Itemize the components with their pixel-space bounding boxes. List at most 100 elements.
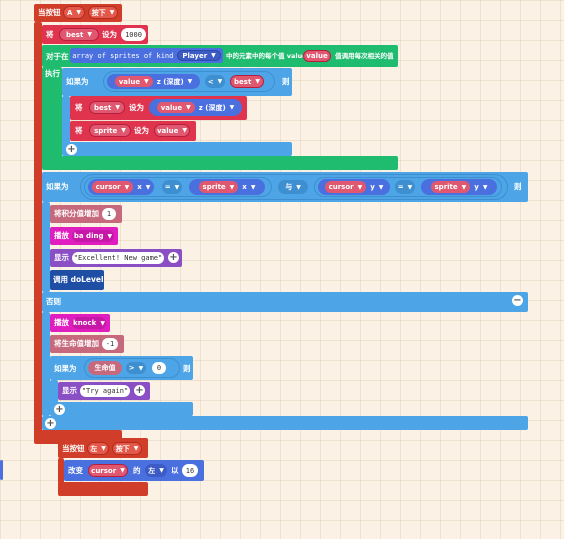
add-arg-icon[interactable]: + xyxy=(168,252,179,263)
remove-else-icon[interactable]: − xyxy=(512,295,523,306)
of-label: 的 xyxy=(133,466,141,475)
action-selector-pressed[interactable]: 按下▼ xyxy=(88,6,118,19)
chevron-down-icon: ▼ xyxy=(109,9,115,16)
event-label: 当按钮 xyxy=(38,8,61,17)
then-label: 则 xyxy=(514,182,522,191)
chevron-down-icon: ▼ xyxy=(124,183,130,191)
change-life-label: 将生命值增加 xyxy=(54,339,99,348)
array-of-sprites-block[interactable]: array of sprites of kind Player▼ xyxy=(70,48,223,63)
change-score-block[interactable]: 将积分值增加 1 xyxy=(50,205,122,223)
value-input-1000[interactable]: 1000 xyxy=(121,28,146,41)
chevron-down-icon: ▼ xyxy=(186,104,191,111)
var-sprite[interactable]: sprite▼ xyxy=(430,181,471,193)
variable-dropdown-sprite[interactable]: sprite▼ xyxy=(89,124,131,137)
button-selector-a[interactable]: A▼ xyxy=(63,6,85,19)
call-label: 调用 doLevel xyxy=(53,275,104,284)
chevron-down-icon: ▼ xyxy=(217,78,223,85)
chevron-down-icon: ▼ xyxy=(174,183,180,191)
equals-dropdown[interactable]: =▼ xyxy=(395,180,415,194)
change-amount-input[interactable]: 16 xyxy=(182,464,198,477)
change-life-block[interactable]: 将生命值增加 -1 xyxy=(50,335,124,353)
then-label: 则 xyxy=(183,364,191,373)
add-else-icon[interactable]: + xyxy=(66,144,77,155)
var-sprite[interactable]: sprite▼ xyxy=(198,181,239,193)
splash-label: 显示 xyxy=(62,386,77,395)
set-sprite-block[interactable]: 将 sprite▼ 设为 value▼ xyxy=(70,121,196,141)
chevron-down-icon: ▼ xyxy=(87,31,92,38)
variable-dropdown-best[interactable]: best▼ xyxy=(89,101,125,114)
chevron-down-icon: ▼ xyxy=(229,104,235,111)
splash-try-again-block[interactable]: 显示 "Try again" + xyxy=(58,382,150,400)
do-label: 执行 xyxy=(45,69,60,78)
set-best-to-depth-block[interactable]: 将 best▼ 设为 value▼ z (深度)▼ xyxy=(70,96,247,120)
chevron-down-icon: ▼ xyxy=(357,183,363,191)
chevron-down-icon: ▼ xyxy=(229,183,235,191)
var-value[interactable]: value▼ xyxy=(114,76,153,87)
splash-label: 显示 xyxy=(54,253,69,262)
add-arg-icon[interactable]: + xyxy=(134,385,145,396)
operator-dropdown[interactable]: <▼ xyxy=(205,75,225,88)
score-change-input[interactable]: 1 xyxy=(102,208,116,220)
loop-item-value[interactable]: value xyxy=(303,50,331,62)
sound-dropdown[interactable]: knock▼ xyxy=(72,317,106,329)
to-label: 设为 xyxy=(102,30,117,39)
var-value[interactable]: value▼ xyxy=(156,102,195,113)
chevron-down-icon: ▼ xyxy=(144,78,149,85)
then-label: 则 xyxy=(282,77,290,86)
change-score-label: 将积分值增加 xyxy=(54,209,99,218)
chevron-down-icon: ▼ xyxy=(482,183,488,191)
else-label: 否则 xyxy=(46,297,61,306)
operator-dropdown[interactable]: >▼ xyxy=(126,362,146,374)
for-each-suffix: 中的元素中的每个值 value，以 xyxy=(226,52,320,60)
chevron-down-icon: ▼ xyxy=(115,104,120,111)
if-label: 如果为 xyxy=(46,182,69,191)
chevron-down-icon: ▼ xyxy=(76,9,82,16)
action-selector-pressed[interactable]: 按下▼ xyxy=(112,442,142,455)
life-change-input[interactable]: -1 xyxy=(102,338,118,350)
prop-dropdown[interactable]: 左▼ xyxy=(145,464,167,477)
sound-dropdown[interactable]: ba ding▼ xyxy=(72,230,114,242)
chevron-down-icon: ▼ xyxy=(145,183,151,191)
play-sound-ba-ding-block[interactable]: 播放 ba ding▼ xyxy=(50,227,118,245)
chevron-down-icon: ▼ xyxy=(296,183,301,191)
and-dropdown[interactable]: 与▼ xyxy=(278,180,308,194)
chevron-down-icon: ▼ xyxy=(211,52,216,59)
event-label: 当按钮 xyxy=(62,444,85,453)
set-best-block[interactable]: 将 best▼ 设为 1000 xyxy=(42,25,148,44)
if-label: 如果为 xyxy=(54,364,77,373)
chevron-down-icon: ▼ xyxy=(101,445,106,452)
for-each-label: 对于在 xyxy=(46,52,69,61)
var-cursor[interactable]: cursor▼ xyxy=(88,464,128,477)
call-dolevel-block[interactable]: 调用 doLevel xyxy=(50,270,104,290)
chevron-down-icon: ▼ xyxy=(159,467,164,474)
add-else-icon[interactable]: + xyxy=(54,404,65,415)
splash-text-input[interactable]: "Try again" xyxy=(80,385,130,397)
life-value-block[interactable]: 生命值 xyxy=(88,361,122,375)
chevron-down-icon: ▼ xyxy=(133,445,139,452)
variable-dropdown-best[interactable]: best▼ xyxy=(59,28,99,41)
sprite-prop-block[interactable]: value▼ z (深度)▼ xyxy=(107,74,200,89)
cursor-y-block[interactable]: cursor▼ y▼ xyxy=(318,179,390,195)
change-cursor-position-block[interactable]: 改变 cursor▼ 的 左▼ 以 16 xyxy=(64,460,204,481)
var-best[interactable]: best▼ xyxy=(230,75,264,88)
chevron-down-icon: ▼ xyxy=(121,127,126,134)
splash-excellent-block[interactable]: 显示 "Excellent! New game" + xyxy=(50,249,182,267)
sprite-prop-block[interactable]: value▼ z (深度)▼ xyxy=(149,99,242,116)
var-cursor[interactable]: cursor▼ xyxy=(91,181,134,193)
var-cursor[interactable]: cursor▼ xyxy=(324,181,367,193)
offscreen-block-edge[interactable] xyxy=(0,460,3,480)
sprite-y-block[interactable]: sprite▼ y▼ xyxy=(421,179,497,195)
by-label: 以 xyxy=(171,466,179,475)
play-sound-knock-block[interactable]: 播放 knock▼ xyxy=(50,314,110,332)
compare-value-input[interactable]: 0 xyxy=(152,362,166,374)
add-else-if-icon[interactable]: + xyxy=(45,418,56,429)
var-value[interactable]: value▼ xyxy=(154,124,190,137)
play-label: 播放 xyxy=(54,318,69,327)
button-selector-left[interactable]: 左▼ xyxy=(87,442,109,455)
equals-dropdown[interactable]: =▼ xyxy=(162,180,182,194)
kind-dropdown-player[interactable]: Player▼ xyxy=(177,50,221,61)
cursor-x-block[interactable]: cursor▼ x▼ xyxy=(88,179,154,195)
splash-text-input[interactable]: "Excellent! New game" xyxy=(72,252,164,264)
sprite-x-block[interactable]: sprite▼ x▼ xyxy=(189,179,265,195)
if-label: 如果为 xyxy=(66,77,89,86)
